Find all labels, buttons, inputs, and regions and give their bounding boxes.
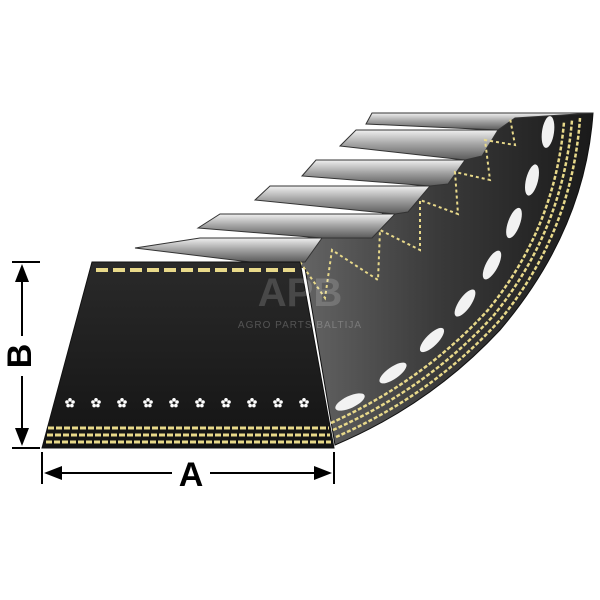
cord-dot-icon [299, 398, 309, 408]
cord-dot-icon [273, 398, 283, 408]
cord-dot-icon [143, 398, 153, 408]
notch-cord-line [299, 117, 517, 301]
width-label: A [179, 456, 204, 494]
cord-dot-icon [221, 398, 231, 408]
curved-reinforcements [335, 116, 555, 411]
width-dimension [41, 452, 335, 484]
watermark-logo: APB [258, 271, 342, 315]
reinforcement-leaf [419, 327, 445, 353]
curved-cord-bands [330, 117, 582, 439]
arrow-icon [314, 466, 332, 480]
reinforcement-leaf [541, 116, 555, 148]
cord-dot-row [65, 398, 309, 408]
cord-dot-icon [247, 398, 257, 408]
cord-dot-icon [117, 398, 127, 408]
watermark-company: AGRO PARTS BALTIJA [238, 320, 362, 331]
belt-tooth [196, 213, 397, 239]
belt-tooth [338, 129, 499, 161]
arrow-icon [15, 428, 29, 446]
height-dimension [12, 261, 40, 449]
cord-band [335, 117, 582, 439]
reinforcement-leaf [525, 164, 539, 196]
bottom-cord-bands [46, 426, 331, 444]
cord-dot-icon [65, 398, 75, 408]
reinforcement-leaf [454, 289, 476, 317]
reinforcement-leaf [506, 207, 522, 239]
belt-front-face [41, 261, 335, 449]
belt-tooth [300, 159, 466, 187]
arrow-icon [15, 264, 29, 282]
belt-tooth [365, 112, 594, 131]
reinforcement-leaf [335, 393, 365, 411]
cord-dot-icon [91, 398, 101, 408]
cord-dot-icon [195, 398, 205, 408]
reinforcement-leaf [482, 250, 502, 280]
height-label: B [1, 344, 39, 369]
cord-dot-icon [169, 398, 179, 408]
belt-tooth [134, 237, 323, 263]
reinforcement-leaf [379, 362, 407, 384]
belt-tooth [253, 185, 432, 215]
cord-band [330, 121, 566, 425]
cord-band [332, 119, 574, 432]
belt-teeth [134, 112, 594, 263]
arrow-icon [44, 466, 62, 480]
